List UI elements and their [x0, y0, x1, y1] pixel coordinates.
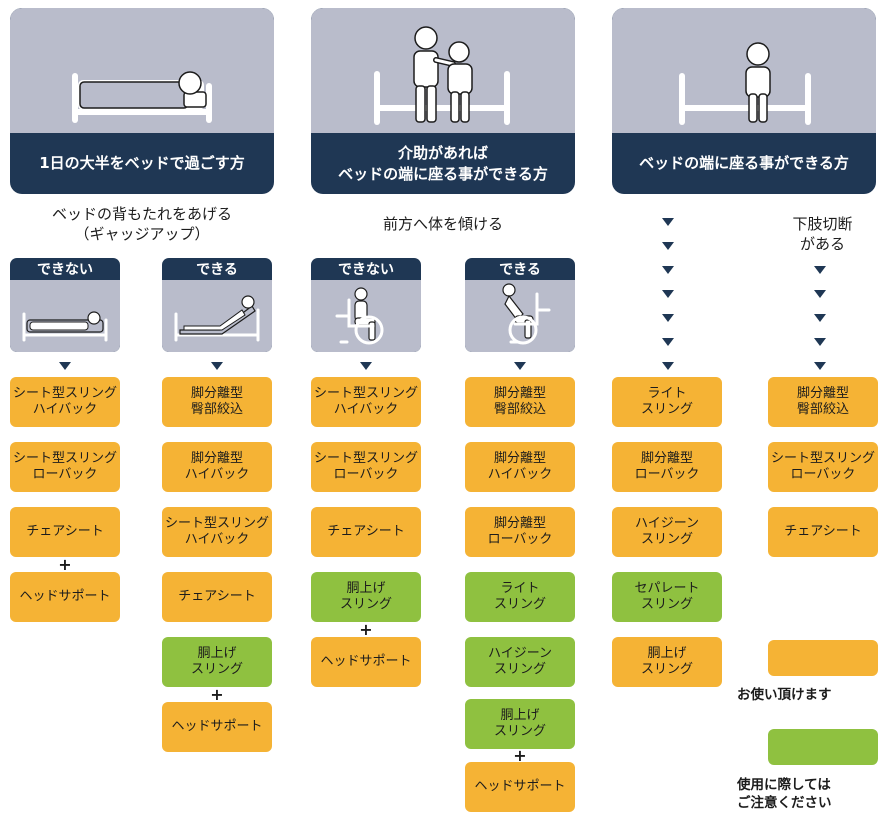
category-title: 1日の大半をベッドで過ごす方: [39, 154, 245, 173]
arrow-down-icon: [814, 362, 826, 370]
category-card-bedridden: 1日の大半をベッドで過ごす方: [10, 8, 274, 194]
illustration-panel: [612, 8, 876, 133]
sling-option: ハイジーン スリング: [465, 637, 575, 687]
arrow-down-icon: [814, 338, 826, 346]
plus-connector: +: [513, 746, 527, 765]
sling-option: 脚分離型 ローバック: [612, 442, 722, 492]
sling-option: 脚分離型 臀部絞込: [465, 377, 575, 427]
option-label: できない: [37, 262, 93, 278]
assisted-sitting-icon: [374, 26, 510, 125]
sling-option: ヘッドサポート: [311, 637, 421, 687]
arrow-down-icon: [662, 362, 674, 370]
option-card-cannot: できない: [10, 258, 120, 352]
sling-option: 脚分離型 ハイバック: [162, 442, 272, 492]
legend-swatch-usable: [768, 640, 878, 676]
question-backrest: ベッドの背もたれをあげる （ギャッジアップ）: [51, 205, 232, 243]
wheelchair-upright-icon: [335, 287, 384, 345]
sling-option: 脚分離型 臀部絞込: [162, 377, 272, 427]
sling-option: ヘッドサポート: [465, 762, 575, 812]
legend-label-caution: 使用に際しては ご注意ください: [737, 777, 832, 812]
illustration-panel: [311, 8, 575, 133]
sling-option: 胴上げ スリング: [311, 572, 421, 622]
sling-option: シート型スリング ローバック: [311, 442, 421, 492]
sling-option: ハイジーン スリング: [612, 507, 722, 557]
sling-option: 胴上げ スリング: [162, 637, 272, 687]
illustration-panel: [10, 8, 274, 133]
bed-flat-icon: [22, 311, 108, 342]
wheelchair-leaning-icon: [502, 283, 551, 345]
sling-option: シート型スリング ローバック: [10, 442, 120, 492]
option-card-can: できる: [465, 258, 575, 352]
sling-option: シート型スリング ハイバック: [311, 377, 421, 427]
sling-option: チェアシート: [10, 507, 120, 557]
sling-option: シート型スリング ハイバック: [10, 377, 120, 427]
option-label: できない: [338, 262, 394, 278]
arrow-down-icon: [662, 218, 674, 226]
sling-option: 脚分離型 ローバック: [465, 507, 575, 557]
sling-option: ヘッドサポート: [162, 702, 272, 752]
sling-option: チェアシート: [768, 507, 878, 557]
plus-connector: +: [58, 555, 72, 574]
sling-option: チェアシート: [162, 572, 272, 622]
legend-swatch-caution: [768, 729, 878, 765]
sling-option: 脚分離型 ハイバック: [465, 442, 575, 492]
arrow-down-icon: [662, 314, 674, 322]
sitting-on-bed-icon: [679, 42, 811, 125]
arrow-down-icon: [662, 242, 674, 250]
option-label: できる: [196, 262, 238, 278]
arrow-down-icon: [814, 290, 826, 298]
category-card-independent: ベッドの端に座る事ができる方: [612, 8, 876, 194]
option-label: できる: [499, 262, 541, 278]
sling-option: ヘッドサポート: [10, 572, 120, 622]
arrow-down-icon: [514, 362, 526, 370]
sling-option: 胴上げ スリング: [465, 699, 575, 749]
arrow-down-icon: [662, 266, 674, 274]
arrow-down-icon: [59, 362, 71, 370]
question-leg-amputation: 下肢切断 がある: [792, 215, 853, 253]
sling-option: 脚分離型 臀部絞込: [768, 377, 878, 427]
option-illustration: [311, 280, 421, 352]
sling-option: チェアシート: [311, 507, 421, 557]
option-illustration: [162, 280, 272, 352]
arrow-down-icon: [662, 290, 674, 298]
arrow-down-icon: [662, 338, 674, 346]
category-title: ベッドの端に座る事ができる方: [639, 154, 849, 173]
option-illustration: [10, 280, 120, 352]
category-card-assisted: 介助があれば ベッドの端に座る事ができる方: [311, 8, 575, 194]
option-card-cannot: できない: [311, 258, 421, 352]
arrow-down-icon: [360, 362, 372, 370]
plus-connector: +: [359, 620, 373, 639]
sling-option: 胴上げ スリング: [612, 637, 722, 687]
plus-connector: +: [210, 685, 224, 704]
bed-lying-icon: [72, 71, 212, 123]
sling-option: シート型スリング ローバック: [768, 442, 878, 492]
legend-label-usable: お使い頂けます: [737, 687, 832, 703]
sling-option: ライト スリング: [465, 572, 575, 622]
arrow-down-icon: [814, 266, 826, 274]
sling-option: ライト スリング: [612, 377, 722, 427]
arrow-down-icon: [814, 314, 826, 322]
option-illustration: [465, 280, 575, 352]
arrow-down-icon: [211, 362, 223, 370]
sling-option: シート型スリング ハイバック: [162, 507, 272, 557]
option-card-can: できる: [162, 258, 272, 352]
question-lean-forward: 前方へ体を傾ける: [382, 215, 503, 233]
sling-option: セパレート スリング: [612, 572, 722, 622]
category-title: 介助があれば ベッドの端に座る事ができる方: [338, 144, 548, 183]
bed-raised-icon: [174, 295, 260, 342]
